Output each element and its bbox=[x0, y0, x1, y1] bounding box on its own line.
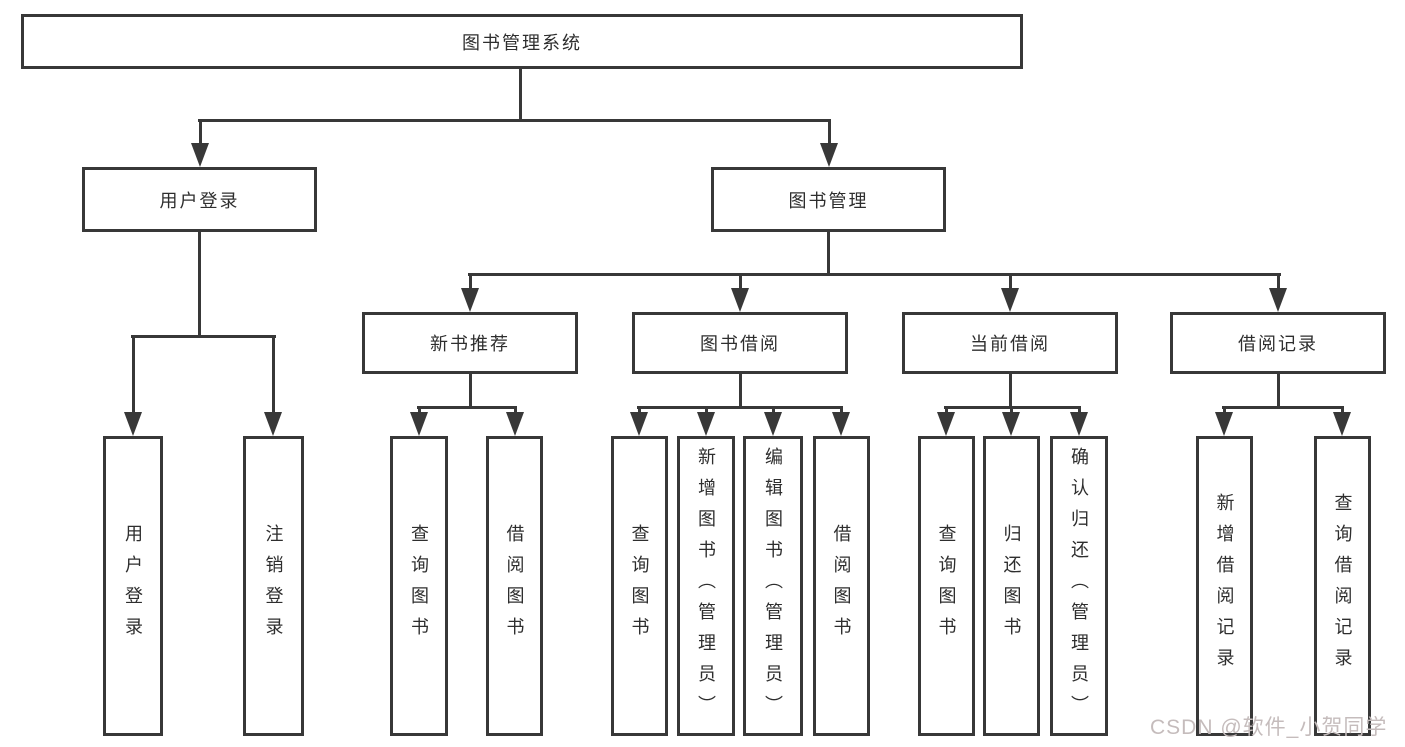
arrowhead-down bbox=[1269, 288, 1287, 312]
connector-drop bbox=[132, 335, 135, 412]
leaf-add-books-admin: 新增图书（管理员） bbox=[677, 436, 735, 736]
connector-drop bbox=[469, 273, 472, 289]
leaf-label: 借阅图书 bbox=[504, 524, 525, 648]
arrowhead-down bbox=[124, 412, 142, 436]
connector-drop bbox=[1078, 406, 1081, 414]
node-new-book-recommend: 新书推荐 bbox=[362, 312, 578, 374]
node-user-login: 用户登录 bbox=[82, 167, 317, 232]
leaf-label: 新增图书（管理员） bbox=[696, 446, 716, 726]
leaf-label: 确认归还（管理员） bbox=[1069, 446, 1089, 726]
connector-drop bbox=[638, 406, 641, 414]
connector-drop bbox=[705, 406, 708, 414]
connector-drop bbox=[418, 406, 421, 414]
arrowhead-down bbox=[1215, 412, 1233, 436]
leaf-edit-books-admin: 编辑图书（管理员） bbox=[743, 436, 803, 736]
leaf-label: 查询借阅记录 bbox=[1332, 493, 1353, 679]
connector-stem bbox=[1277, 372, 1280, 408]
node-root: 图书管理系统 bbox=[21, 14, 1023, 69]
connector-stem bbox=[469, 372, 472, 408]
leaf-add-borrow-record: 新增借阅记录 bbox=[1196, 436, 1253, 736]
arrowhead-down bbox=[1333, 412, 1351, 436]
connector-userlogin-stem bbox=[198, 230, 201, 337]
leaf-logout: 注销登录 bbox=[243, 436, 304, 736]
leaf-label: 新增借阅记录 bbox=[1214, 493, 1235, 679]
connector-root-bar bbox=[198, 119, 831, 122]
arrowhead-down bbox=[820, 143, 838, 167]
connector-bar bbox=[1222, 406, 1344, 409]
arrowhead-down bbox=[264, 412, 282, 436]
connector-drop bbox=[840, 406, 843, 414]
arrowhead-down bbox=[630, 412, 648, 436]
leaf-label: 查询图书 bbox=[629, 524, 650, 648]
leaf-label: 用户登录 bbox=[123, 524, 143, 648]
connector-drop bbox=[1009, 273, 1012, 289]
node-current-borrow-label: 当前借阅 bbox=[970, 334, 1050, 354]
arrowhead-down bbox=[191, 143, 209, 167]
connector-stem bbox=[739, 372, 742, 408]
leaf-borrow-books: 借阅图书 bbox=[813, 436, 870, 736]
arrowhead-down bbox=[1001, 288, 1019, 312]
connector-drop bbox=[199, 119, 202, 145]
leaf-label: 查询图书 bbox=[936, 524, 957, 648]
leaf-query-books-recommend: 查询图书 bbox=[390, 436, 448, 736]
node-current-borrow: 当前借阅 bbox=[902, 312, 1118, 374]
connector-bookmgmt-bar bbox=[468, 273, 1281, 276]
node-user-login-label: 用户登录 bbox=[159, 190, 240, 211]
arrowhead-down bbox=[731, 288, 749, 312]
arrowhead-down bbox=[764, 412, 782, 436]
arrowhead-down bbox=[1070, 412, 1088, 436]
arrowhead-down bbox=[461, 288, 479, 312]
arrowhead-down bbox=[832, 412, 850, 436]
arrowhead-down bbox=[506, 412, 524, 436]
leaf-query-books-current: 查询图书 bbox=[918, 436, 975, 736]
connector-drop bbox=[945, 406, 948, 414]
node-book-management: 图书管理 bbox=[711, 167, 946, 232]
leaf-label: 借阅图书 bbox=[831, 524, 852, 648]
leaf-borrow-books-recommend: 借阅图书 bbox=[486, 436, 543, 736]
connector-userlogin-bar bbox=[131, 335, 276, 338]
node-borrow-records-label: 借阅记录 bbox=[1238, 334, 1318, 354]
node-new-book-recommend-label: 新书推荐 bbox=[430, 334, 510, 354]
arrowhead-down bbox=[410, 412, 428, 436]
csdn-watermark: CSDN @软件_小贺同学 bbox=[1150, 716, 1388, 739]
leaf-confirm-return-admin: 确认归还（管理员） bbox=[1050, 436, 1108, 736]
node-book-management-label: 图书管理 bbox=[788, 190, 869, 211]
connector-drop bbox=[514, 406, 517, 414]
connector-bar bbox=[637, 406, 843, 409]
leaf-query-books-borrow: 查询图书 bbox=[611, 436, 668, 736]
leaf-label: 注销登录 bbox=[263, 524, 284, 648]
connector-drop bbox=[1010, 406, 1013, 414]
connector-drop bbox=[272, 335, 275, 412]
node-book-borrow: 图书借阅 bbox=[632, 312, 848, 374]
connector-root-stem bbox=[519, 69, 522, 122]
node-root-label: 图书管理系统 bbox=[462, 32, 582, 53]
connector-bar bbox=[417, 406, 517, 409]
connector-drop bbox=[772, 406, 775, 414]
leaf-return-books: 归还图书 bbox=[983, 436, 1040, 736]
arrowhead-down bbox=[937, 412, 955, 436]
leaf-query-borrow-record: 查询借阅记录 bbox=[1314, 436, 1371, 736]
connector-drop bbox=[1341, 406, 1344, 414]
connector-drop bbox=[828, 119, 831, 145]
leaf-user-login: 用户登录 bbox=[103, 436, 163, 736]
leaf-label: 查询图书 bbox=[409, 524, 429, 648]
connector-drop bbox=[739, 273, 742, 289]
connector-bookmgmt-stem bbox=[827, 230, 830, 275]
node-book-borrow-label: 图书借阅 bbox=[700, 334, 780, 354]
leaf-label: 归还图书 bbox=[1001, 524, 1022, 648]
arrowhead-down bbox=[1002, 412, 1020, 436]
leaf-label: 编辑图书（管理员） bbox=[763, 446, 783, 726]
node-borrow-records: 借阅记录 bbox=[1170, 312, 1386, 374]
connector-drop bbox=[1277, 273, 1280, 289]
connector-stem bbox=[1009, 372, 1012, 408]
connector-drop bbox=[1223, 406, 1226, 414]
arrowhead-down bbox=[697, 412, 715, 436]
